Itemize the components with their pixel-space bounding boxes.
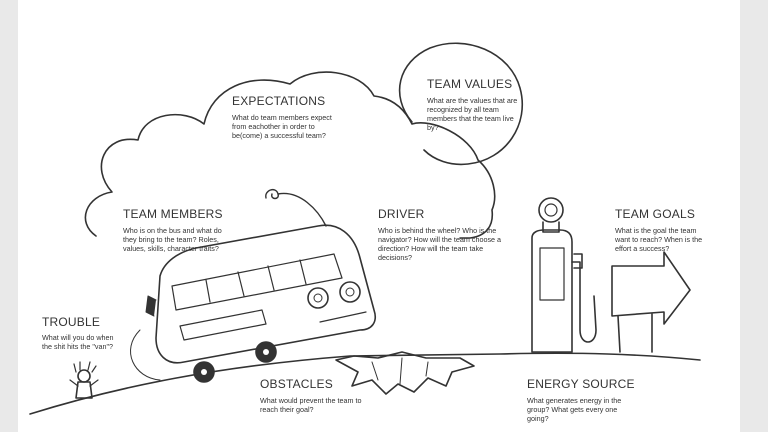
- obstacles-text: What would prevent the team to reach the…: [260, 396, 362, 414]
- driver-text: Who is behind the wheel? Who is the navi…: [378, 226, 502, 262]
- trouble-title: TROUBLE: [42, 315, 101, 329]
- paper-sheet: [18, 0, 740, 432]
- team-values-circle: [398, 42, 524, 166]
- exhaust-trail: [130, 329, 161, 381]
- expectations-title: EXPECTATIONS: [232, 94, 326, 108]
- bus-icon: [145, 224, 376, 383]
- team-goals-text: What is the goal the team want to reach?…: [615, 226, 703, 253]
- team-values-text: What are the values that are recognized …: [427, 96, 518, 132]
- trouble-figure-icon: [69, 361, 99, 399]
- team-members-text: Who is on the bus and what do they bring…: [123, 226, 222, 253]
- swirl-icon: [265, 188, 327, 227]
- energy-source-title: ENERGY SOURCE: [527, 377, 635, 391]
- energy-source-text: What generates energy in the group? What…: [527, 396, 622, 423]
- expectations-cloud: [84, 71, 496, 239]
- fuel-pump-icon: [531, 197, 597, 353]
- team-values-title: TEAM VALUES: [427, 77, 513, 91]
- team-goals-title: TEAM GOALS: [615, 207, 696, 221]
- ground-crack: [335, 351, 475, 395]
- ground-line: [29, 352, 701, 415]
- ground-crack-inner: [371, 357, 429, 385]
- driver-title: DRIVER: [378, 207, 425, 221]
- expectations-text: What do team members expect from eachoth…: [232, 113, 332, 140]
- trouble-text: What will you do when the shit hits the …: [42, 333, 114, 351]
- team-members-title: TEAM MEMBERS: [123, 207, 223, 221]
- arrow-right-icon: [611, 251, 691, 353]
- obstacles-title: OBSTACLES: [260, 377, 333, 391]
